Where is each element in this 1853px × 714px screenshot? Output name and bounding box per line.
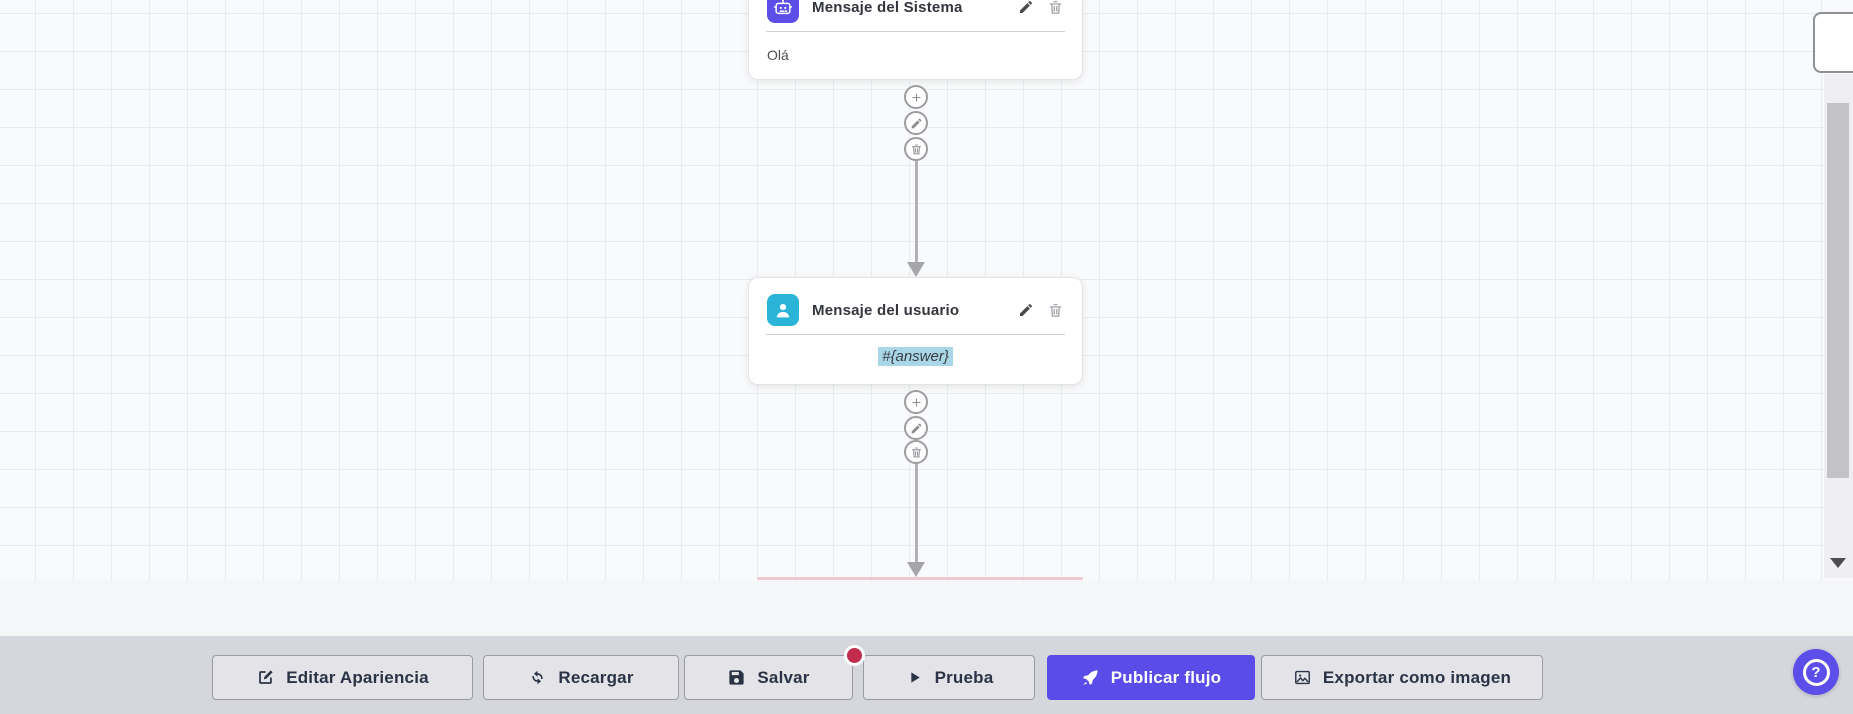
edit-square-icon: [259, 670, 273, 684]
export-image-button[interactable]: Exportar como imagen: [1261, 655, 1543, 700]
scroll-down-arrow-icon[interactable]: [1830, 558, 1846, 568]
vertical-scrollbar[interactable]: [1824, 74, 1853, 578]
node-content[interactable]: Olá: [767, 47, 789, 63]
node-header: Mensaje del Sistema: [749, 0, 1082, 31]
flow-canvas[interactable]: Mensaje del Sistema Olá: [0, 0, 1853, 581]
connector-line: [915, 160, 918, 263]
edit-node-icon[interactable]: [1018, 0, 1034, 15]
refresh-icon: [532, 670, 543, 685]
answer-variable[interactable]: #{answer}: [878, 347, 953, 366]
save-button[interactable]: Salvar: [684, 655, 853, 700]
rocket-icon: [1082, 670, 1098, 685]
image-icon: [1294, 670, 1310, 685]
edit-step-button[interactable]: [904, 416, 928, 440]
save-label: Salvar: [757, 667, 810, 687]
unsaved-changes-badge: [844, 645, 865, 666]
node-title: Mensaje del usuario: [812, 301, 960, 319]
delete-step-button[interactable]: [904, 137, 928, 161]
delete-step-button[interactable]: [904, 440, 928, 464]
add-step-button[interactable]: [904, 85, 928, 109]
connector-arrow-icon: [907, 262, 925, 277]
publish-flow-button[interactable]: Publicar flujo: [1047, 655, 1255, 700]
node-header: Mensaje del usuario: [749, 278, 1082, 334]
user-icon: [767, 294, 799, 326]
save-icon: [729, 670, 744, 685]
node-system-message[interactable]: Mensaje del Sistema Olá: [748, 0, 1083, 80]
node-title: Mensaje del Sistema: [812, 0, 963, 16]
reload-label: Recargar: [558, 667, 634, 687]
node-divider: [766, 31, 1065, 32]
canvas-footer-band: [0, 581, 1853, 636]
edit-appearance-button[interactable]: Editar Apariencia: [212, 655, 473, 700]
node-content[interactable]: #{answer}: [749, 335, 1082, 378]
edit-appearance-label: Editar Apariencia: [286, 667, 429, 687]
question-mark-icon: ?: [1802, 658, 1830, 686]
delete-node-icon[interactable]: [1047, 302, 1064, 319]
next-node-top-edge: [757, 577, 1083, 580]
node-divider: [766, 334, 1065, 335]
edit-step-button[interactable]: [904, 111, 928, 135]
test-label: Prueba: [934, 667, 994, 687]
scrollbar-thumb[interactable]: [1827, 103, 1849, 478]
help-button[interactable]: ?: [1793, 649, 1839, 695]
export-image-label: Exportar como imagen: [1322, 667, 1512, 687]
node-user-message[interactable]: Mensaje del usuario #{answer}: [748, 277, 1083, 385]
edit-node-icon[interactable]: [1018, 302, 1034, 318]
connector-line: [915, 463, 918, 563]
delete-node-icon[interactable]: [1047, 0, 1064, 16]
right-panel-peek[interactable]: [1813, 12, 1853, 73]
node-actions: [1018, 0, 1064, 16]
publish-flow-label: Publicar flujo: [1110, 667, 1222, 687]
play-icon: [910, 672, 920, 683]
node-actions: [1018, 302, 1064, 319]
robot-icon: [767, 0, 799, 23]
reload-button[interactable]: Recargar: [483, 655, 679, 700]
add-step-button[interactable]: [904, 390, 928, 414]
test-button[interactable]: Prueba: [863, 655, 1035, 700]
help-question-mark: ?: [1811, 663, 1821, 681]
connector-arrow-icon: [907, 562, 925, 577]
